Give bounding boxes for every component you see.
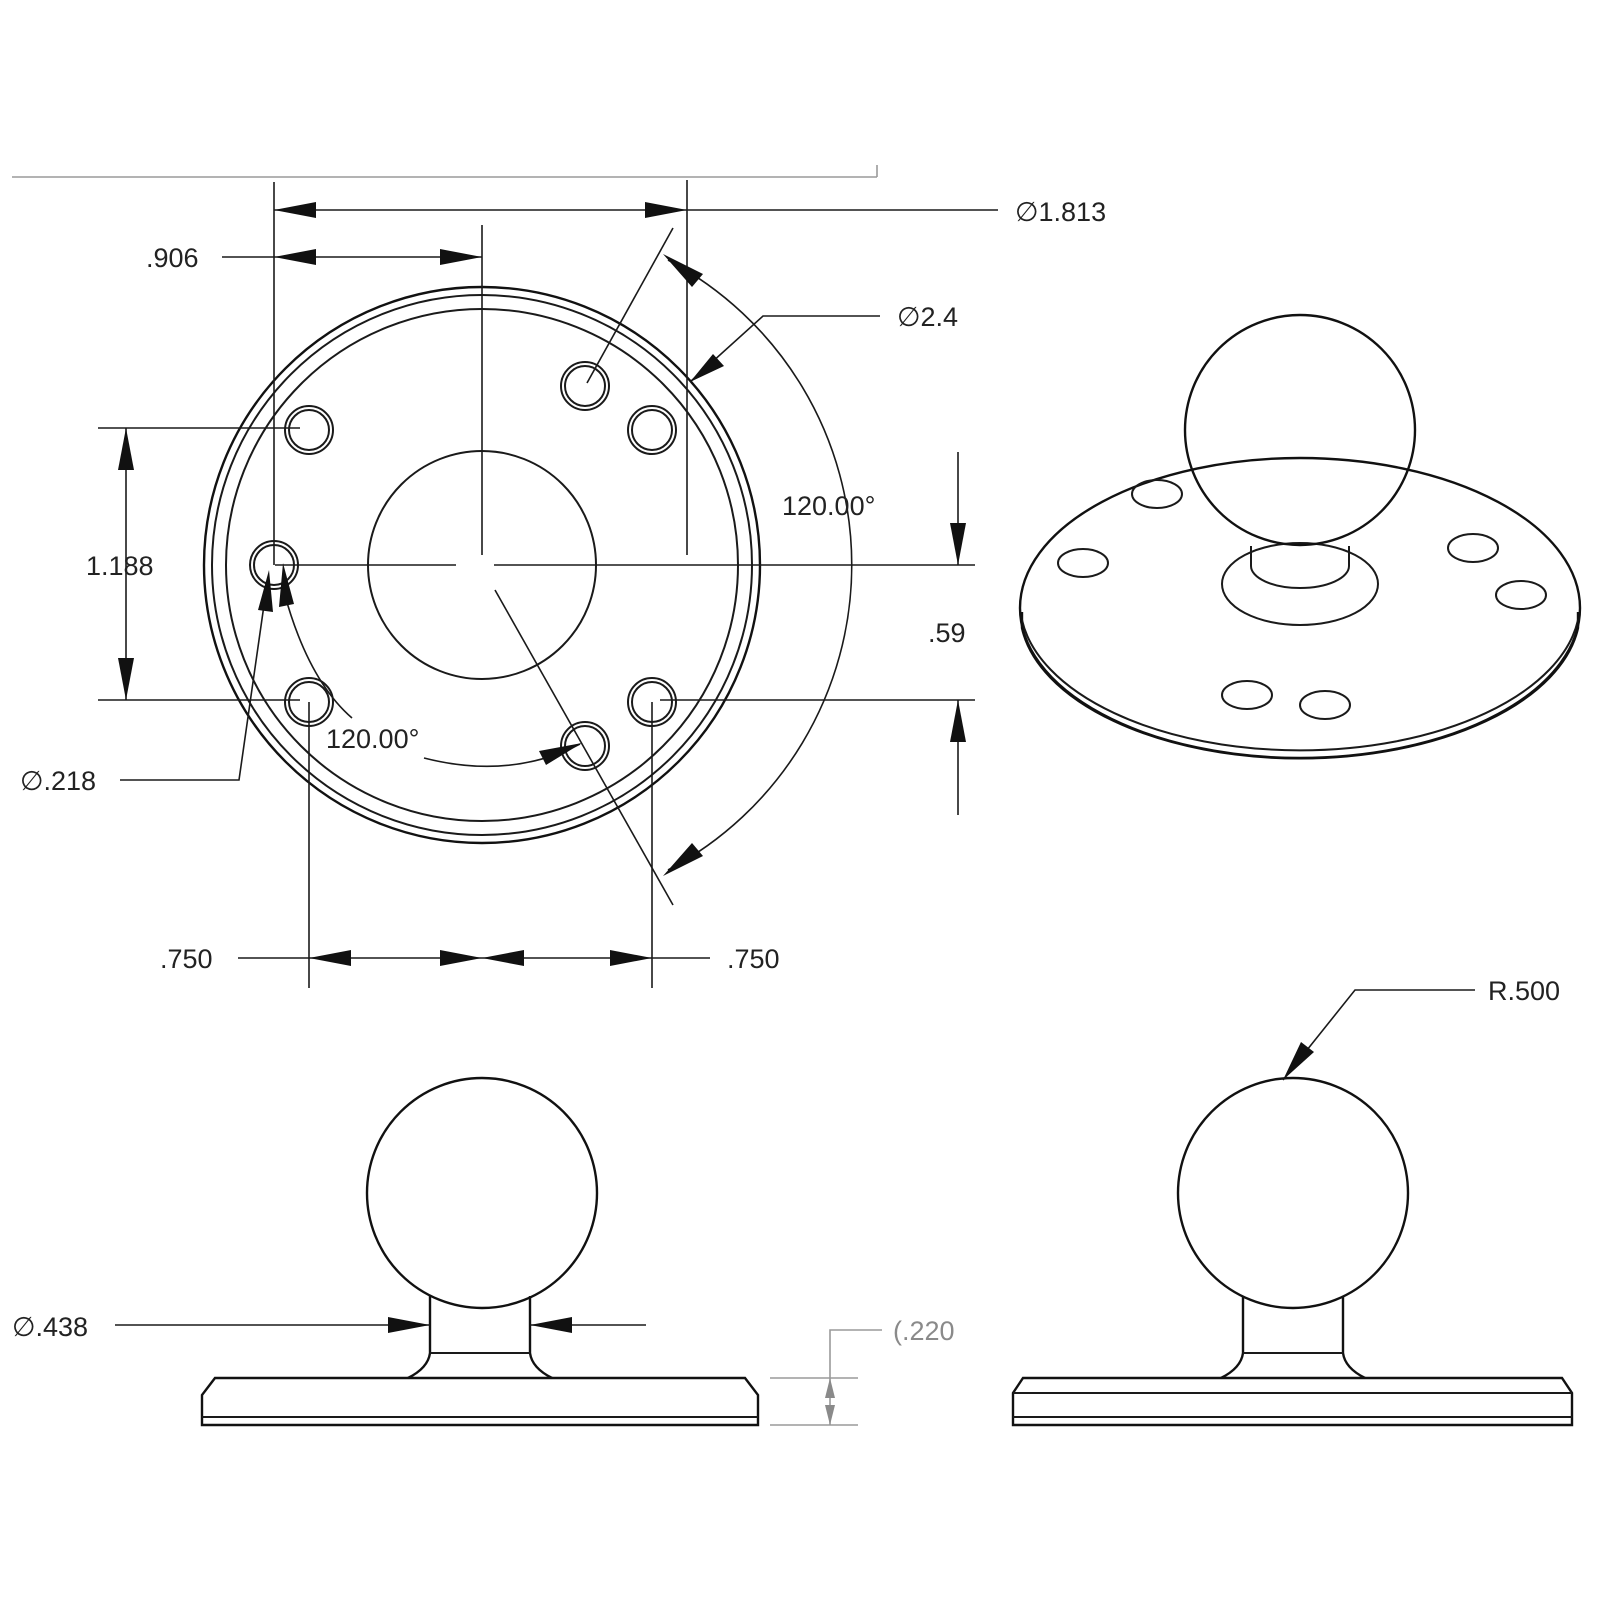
dim-angle-right: 120.00°	[782, 491, 875, 521]
dim-bolt-circle-diameter: ∅1.813	[1015, 197, 1106, 227]
side-ball	[1176, 1076, 1410, 1310]
front-ball	[365, 1076, 599, 1310]
dim-base-thickness: (.220	[893, 1316, 955, 1346]
dim-hole-diameter: ∅.218	[20, 766, 96, 796]
dim-vertical-spacing: 1.188	[86, 551, 154, 581]
dim-angle-inner: 120.00°	[326, 724, 419, 754]
dim-ball-radius: R.500	[1488, 976, 1560, 1006]
dim-half-bolt-circle: .906	[146, 243, 199, 273]
front-view: ∅.438 (.220	[12, 1076, 955, 1427]
front-base-plate	[200, 1376, 760, 1427]
iso-base-top	[1018, 456, 1582, 760]
dim-horizontal-right: .750	[727, 944, 780, 974]
side-view: R.500	[1011, 976, 1574, 1427]
dim-base-diameter: ∅2.4	[897, 302, 958, 332]
iso-bolt-holes	[1057, 479, 1547, 720]
isometric-view	[1018, 313, 1582, 760]
dim-vertical-offset: .59	[928, 618, 966, 648]
iso-ball	[1183, 313, 1417, 547]
bolt-holes	[249, 361, 677, 771]
dim-neck-diameter: ∅.438	[12, 1312, 88, 1342]
dim-horizontal-left: .750	[160, 944, 213, 974]
plan-view: ∅1.813 .906 ∅2.4 120.00° .59 1.188 120.0…	[12, 165, 1106, 988]
